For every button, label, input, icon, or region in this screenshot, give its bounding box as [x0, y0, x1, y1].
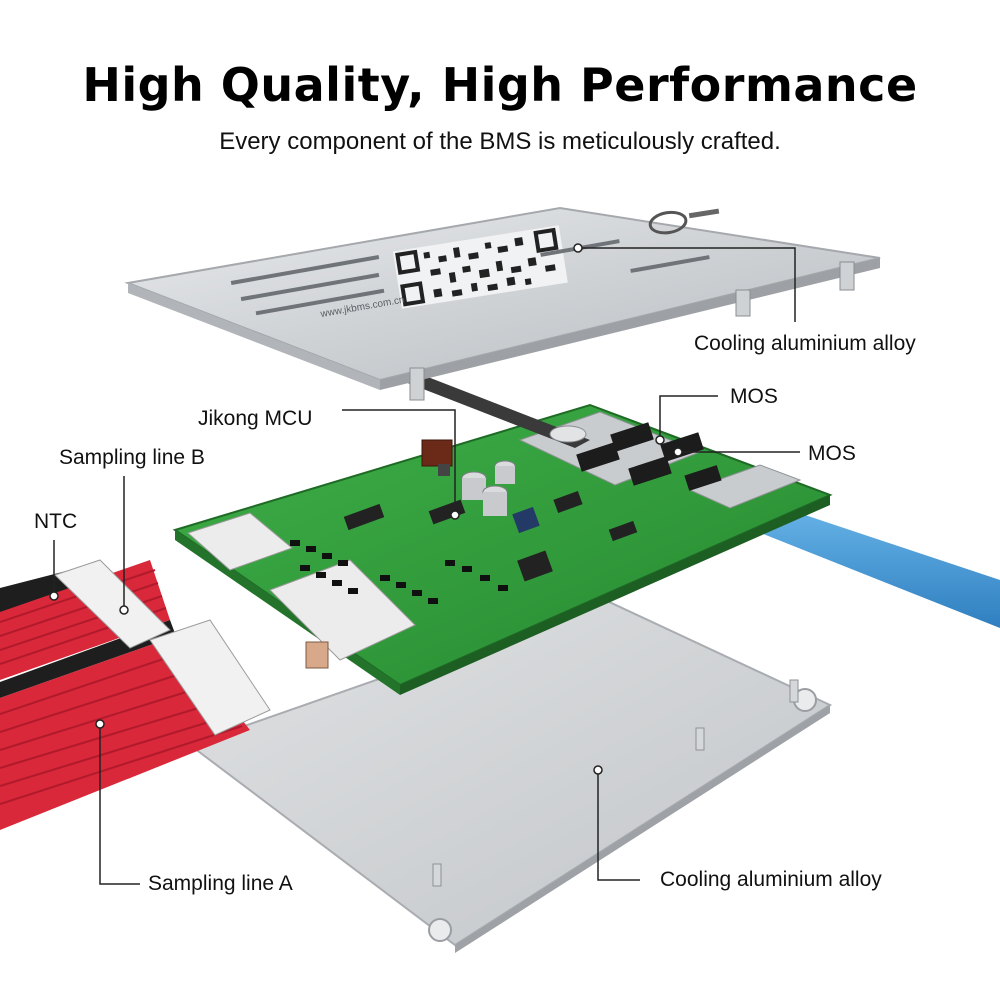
label-ntc: NTC — [34, 510, 78, 533]
callout-line-mos-1 — [659, 395, 718, 440]
label-cooling-top: Cooling aluminium alloy — [694, 332, 916, 355]
pcb-board — [172, 403, 833, 695]
label-mos-1: MOS — [730, 385, 778, 408]
label-sampling-a: Sampling line A — [148, 872, 293, 895]
label-sampling-b: Sampling line B — [59, 446, 205, 469]
label-mcu: Jikong MCU — [198, 407, 313, 430]
page-title: High Quality, High Performance — [82, 58, 918, 112]
sampling-wires — [0, 559, 271, 830]
callout-lines — [53, 247, 800, 885]
jikong-logo — [648, 208, 720, 235]
label-mos-2: MOS — [808, 442, 856, 465]
callout-line-sampling-a — [99, 724, 140, 885]
bottom-cooling-plate — [187, 598, 833, 953]
label-cooling-bottom: Cooling aluminium alloy — [660, 868, 882, 891]
engraved-text-lines — [230, 239, 710, 316]
page-subtitle: Every component of the BMS is meticulous… — [219, 128, 781, 155]
top-standoff — [400, 372, 590, 448]
callout-line-cooling-top — [578, 247, 796, 322]
callout-line-mcu — [342, 409, 456, 515]
callout-dots — [49, 243, 683, 775]
qr-code — [392, 225, 568, 309]
callout-line-cooling-bottom — [597, 770, 640, 881]
top-cooling-plate: www.jkbms.com.cn — [124, 206, 881, 401]
